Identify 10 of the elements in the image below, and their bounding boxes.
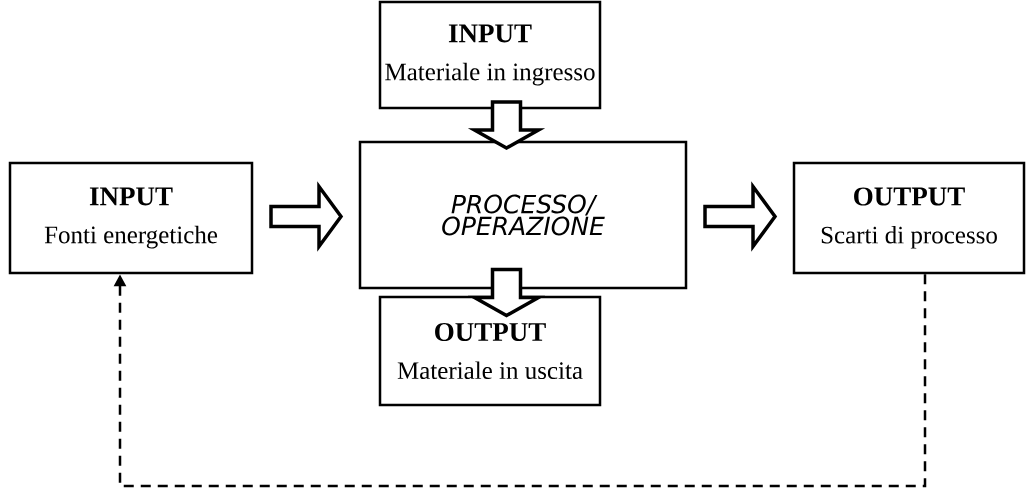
block-arrow [703,181,778,252]
block-arrow [467,100,546,150]
block-arrow [269,181,344,252]
output-box: OUTPUT Scarti di processo [792,161,1026,275]
output-box: OUTPUT Materiale in uscita [378,295,602,407]
process-box: PROCESSO/ OPERAZIONE [358,140,688,290]
input-box: INPUT Fonti energetiche [8,161,254,275]
block-arrow [467,267,546,318]
dashed-arrow [113,274,927,488]
input-box: INPUT Materiale in ingresso [378,0,602,110]
